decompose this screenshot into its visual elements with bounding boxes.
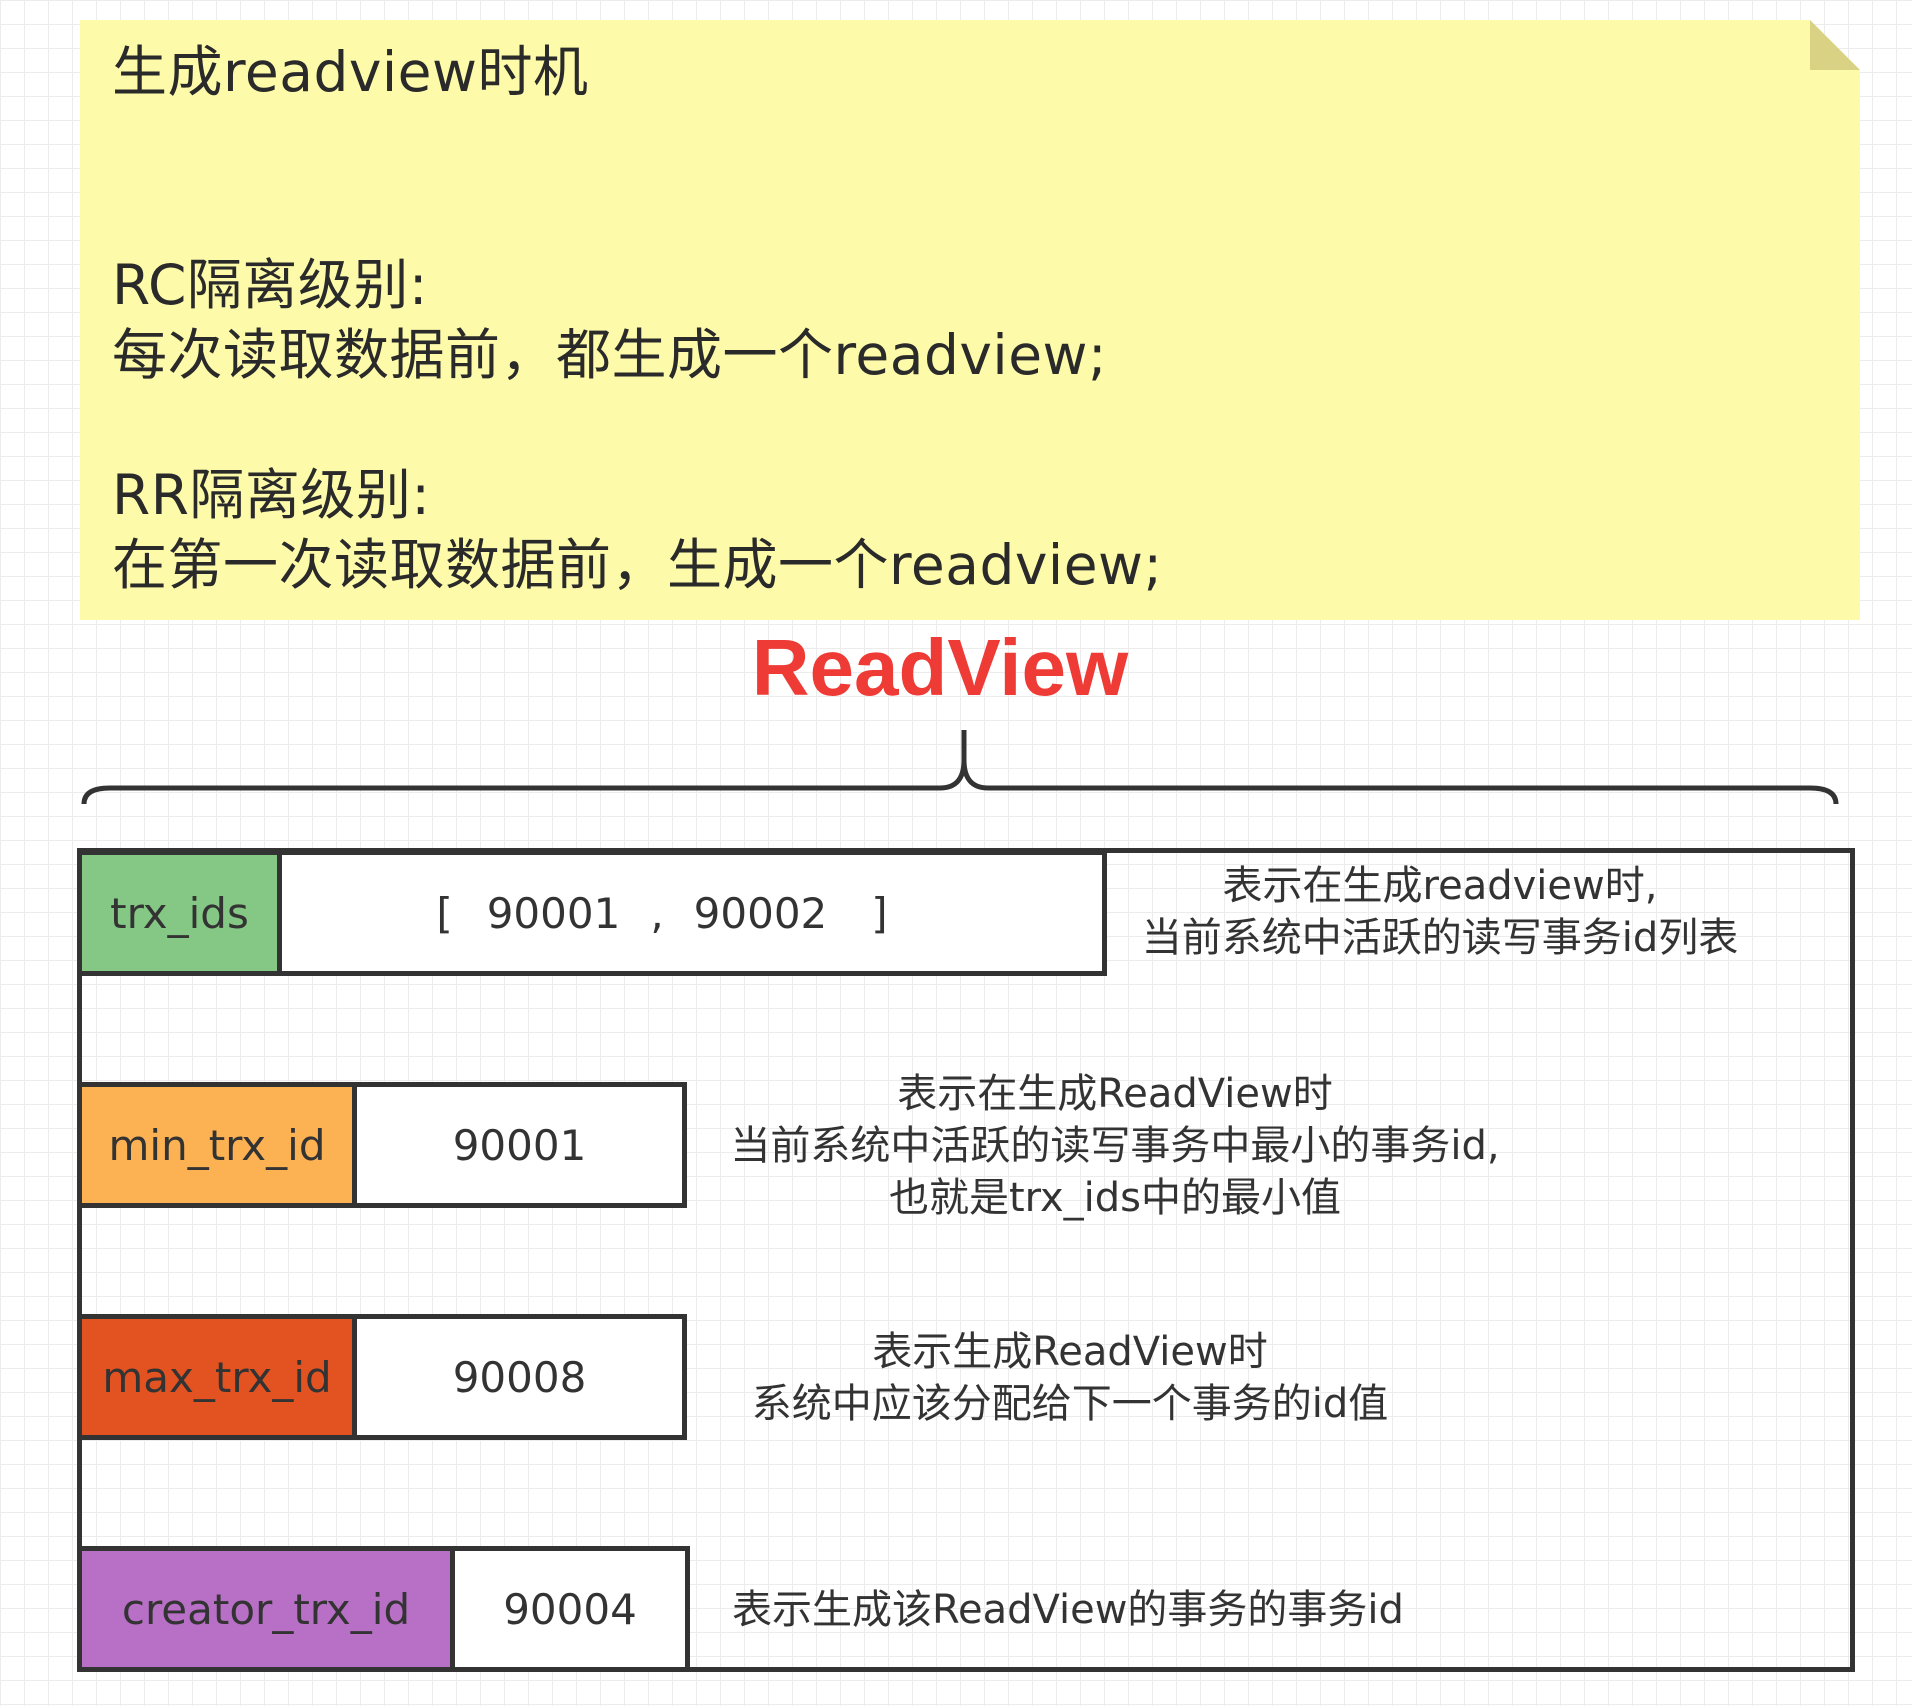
max-trx-id-description: 表示生成ReadView时 系统中应该分配给下一个事务的id值 — [720, 1326, 1420, 1430]
creator-trx-id-value-cell: 90004 — [450, 1546, 690, 1672]
trx-ids-label: trx_ids — [110, 888, 249, 938]
max-trx-id-value-cell: 90008 — [352, 1314, 687, 1440]
max-trx-id-label-cell: max_trx_id — [77, 1314, 357, 1440]
trx-ids-separator: , — [650, 888, 664, 938]
trx-ids-description-line: 当前系统中活跃的读写事务id列表 — [1141, 915, 1739, 961]
min-trx-id-description-line: 当前系统中活跃的读写事务中最小的事务id, — [730, 1123, 1500, 1169]
trx-ids-value-1: 90001 — [486, 888, 621, 938]
trx-ids-bracket-close: ] — [871, 888, 888, 938]
curly-brace — [81, 730, 1839, 805]
note-rc-text: 每次读取数据前，都生成一个readview; — [112, 323, 1108, 387]
min-trx-id-value: 90001 — [452, 1120, 587, 1170]
min-trx-id-label: min_trx_id — [108, 1120, 326, 1170]
creator-trx-id-label-cell: creator_trx_id — [77, 1546, 455, 1672]
trx-ids-description-line: 表示在生成readview时, — [1222, 863, 1658, 909]
min-trx-id-description: 表示在生成ReadView时 当前系统中活跃的读写事务中最小的事务id, 也就是… — [700, 1068, 1530, 1224]
trx-ids-value-cell: [ 90001 , 90002 ] — [277, 850, 1107, 976]
sticky-note-folded-corner — [1810, 20, 1860, 70]
max-trx-id-description-line: 系统中应该分配给下一个事务的id值 — [751, 1381, 1389, 1427]
max-trx-id-value: 90008 — [452, 1352, 587, 1402]
trx-ids-label-cell: trx_ids — [77, 850, 282, 976]
trx-ids-bracket-open: [ — [436, 888, 453, 938]
creator-trx-id-description: 表示生成该ReadView的事务的事务id — [732, 1584, 1404, 1636]
note-rr-text: 在第一次读取数据前，生成一个readview; — [112, 533, 1163, 597]
note-title: 生成readview时机 — [112, 40, 589, 104]
min-trx-id-label-cell: min_trx_id — [77, 1082, 357, 1208]
max-trx-id-description-line: 表示生成ReadView时 — [872, 1329, 1268, 1375]
creator-trx-id-description-line: 表示生成该ReadView的事务的事务id — [732, 1587, 1404, 1633]
trx-ids-value-2: 90002 — [693, 888, 828, 938]
note-rr-heading: RR隔离级别: — [112, 463, 431, 527]
min-trx-id-description-line: 也就是trx_ids中的最小值 — [888, 1175, 1342, 1221]
readview-title: ReadView — [751, 623, 1129, 712]
min-trx-id-value-cell: 90001 — [352, 1082, 687, 1208]
sticky-note — [80, 20, 1860, 620]
creator-trx-id-value: 90004 — [503, 1584, 637, 1634]
trx-ids-description: 表示在生成readview时, 当前系统中活跃的读写事务id列表 — [1110, 860, 1770, 964]
min-trx-id-description-line: 表示在生成ReadView时 — [897, 1071, 1333, 1117]
note-rc-heading: RC隔离级别: — [112, 253, 428, 317]
creator-trx-id-label: creator_trx_id — [121, 1584, 411, 1634]
max-trx-id-label: max_trx_id — [102, 1352, 332, 1402]
